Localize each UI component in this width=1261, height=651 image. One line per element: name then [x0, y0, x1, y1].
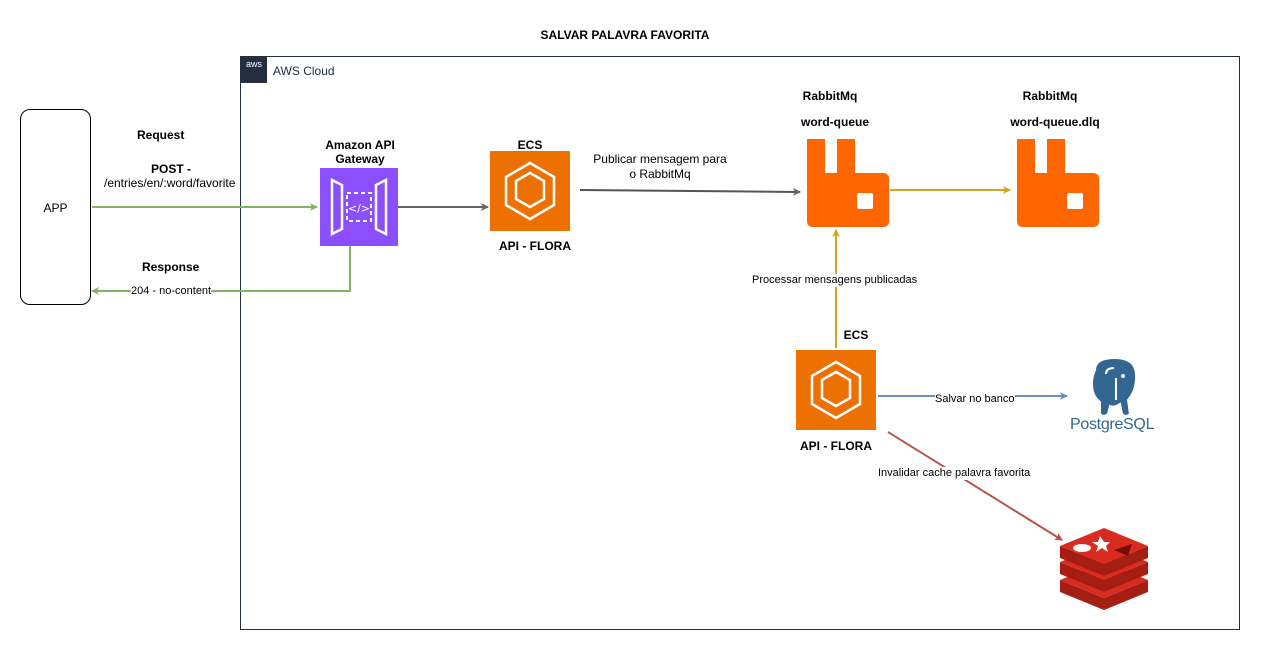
- ecs-top-icon[interactable]: [490, 151, 570, 231]
- postgresql-icon[interactable]: PostgreSQL: [1070, 356, 1160, 436]
- invalidate-cache-arrow: [887, 431, 1063, 541]
- publish-arrow: [579, 187, 801, 196]
- ecs-top-service: API - FLORA: [499, 239, 571, 253]
- ecs-bottom-icon[interactable]: [796, 350, 876, 430]
- response-title: Response: [142, 260, 200, 274]
- request-path: /entries/en/:word/favorite: [104, 176, 236, 190]
- postgres-label-1: Postgre: [1070, 416, 1124, 433]
- request-method: POST -: [151, 162, 192, 176]
- rabbit-dlq-queue: word-queue.dlq: [1010, 115, 1100, 129]
- app-client-box[interactable]: [20, 109, 91, 305]
- save-db-label: Salvar no banco: [935, 393, 1015, 406]
- aws-logo-icon: aws: [241, 57, 267, 83]
- request-title: Request: [137, 128, 185, 142]
- app-label: APP: [43, 201, 68, 215]
- api-gateway-label-1: Amazon API: [325, 138, 395, 152]
- invalidate-cache-label: Invalidar cache palavra favorita: [878, 467, 1031, 480]
- ecs-top-label: ECS: [517, 138, 543, 152]
- rabbitmq-icon[interactable]: [803, 139, 889, 227]
- rabbit-dlq-label: RabbitMq: [1022, 89, 1078, 103]
- aws-cloud-label: AWS Cloud: [273, 64, 335, 78]
- aws-cloud-group: [240, 56, 1240, 630]
- api-gateway-icon[interactable]: </>: [320, 168, 398, 246]
- ecs-bottom-service: API - FLORA: [800, 439, 872, 453]
- rabbit-main-label: RabbitMq: [802, 89, 858, 103]
- postgres-label-2: SQL: [1123, 416, 1155, 433]
- api-gateway-label-2: Gateway: [335, 152, 385, 166]
- aws-badge-text: aws: [245, 59, 262, 69]
- rabbit-main-queue: word-queue: [801, 115, 869, 129]
- publish-label-2: o RabbitMq: [629, 167, 691, 181]
- publish-label-1: Publicar mensagem para: [593, 152, 727, 166]
- ecs-bottom-label: ECS: [843, 328, 869, 342]
- svg-text:</>: </>: [348, 202, 370, 215]
- response-status: 204 - no-content: [131, 285, 212, 298]
- process-label: Processar mensagens publicadas: [752, 274, 918, 287]
- rabbitmq-dlq-icon[interactable]: [1013, 139, 1099, 227]
- redis-icon[interactable]: [1056, 528, 1152, 610]
- diagram-title: SALVAR PALAVRA FAVORITA: [540, 28, 710, 42]
